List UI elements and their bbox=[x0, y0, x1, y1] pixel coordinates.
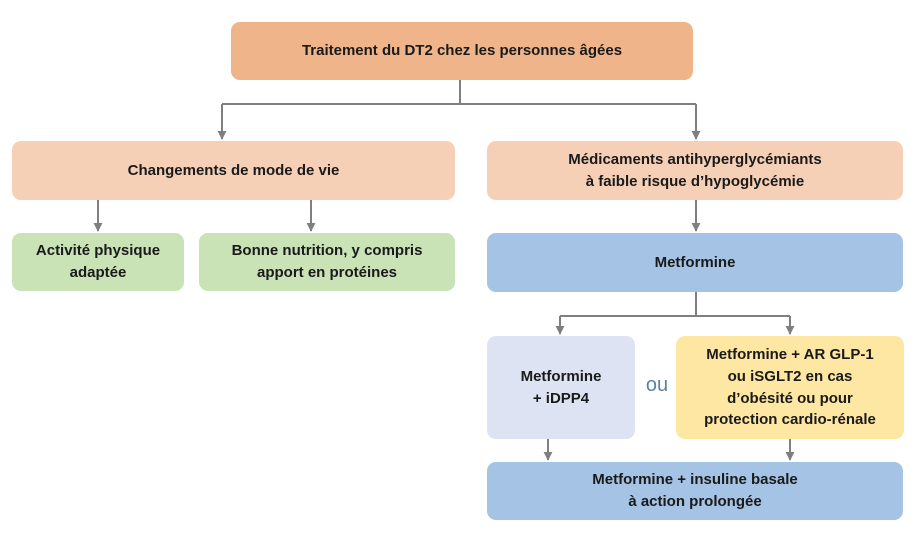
metformin-glp1-node-label: Metformine + AR GLP-1 ou iSGLT2 en cas d… bbox=[704, 346, 876, 429]
connector-metformin-split bbox=[560, 292, 790, 317]
root-node: Traitement du DT2 chez les personnes âgé… bbox=[231, 22, 693, 80]
or-label: ou bbox=[645, 374, 669, 396]
nutrition-node-label: Bonne nutrition, y compris apport en pro… bbox=[231, 242, 423, 281]
metformin-node-label: Metformine bbox=[654, 253, 736, 271]
medication-node-label: Médicaments antihyperglycémiants à faibl… bbox=[568, 150, 822, 190]
metformin-insulin-node: Metformine + insuline basale à action pr… bbox=[487, 462, 903, 520]
nutrition-node: Bonne nutrition, y compris apport en pro… bbox=[199, 233, 455, 291]
metformin-insulin-node-label: Metformine + insuline basale à action pr… bbox=[592, 471, 798, 510]
lifestyle-node: Changements de mode de vie bbox=[12, 141, 455, 200]
lifestyle-node-label: Changements de mode de vie bbox=[127, 161, 340, 179]
metformin-idpp4-node: Metformine + iDPP4 bbox=[487, 336, 635, 439]
connector-root bbox=[222, 80, 696, 105]
root-node-label: Traitement du DT2 chez les personnes âgé… bbox=[301, 42, 623, 60]
metformin-idpp4-node-label: Metformine + iDPP4 bbox=[520, 367, 602, 407]
activity-node: Activité physique adaptée bbox=[12, 233, 184, 291]
activity-node-label: Activité physique adaptée bbox=[35, 242, 161, 281]
metformin-glp1-node: Metformine + AR GLP-1 ou iSGLT2 en cas d… bbox=[676, 336, 904, 439]
medication-node: Médicaments antihyperglycémiants à faibl… bbox=[487, 141, 903, 200]
metformin-node: Metformine bbox=[487, 233, 903, 292]
